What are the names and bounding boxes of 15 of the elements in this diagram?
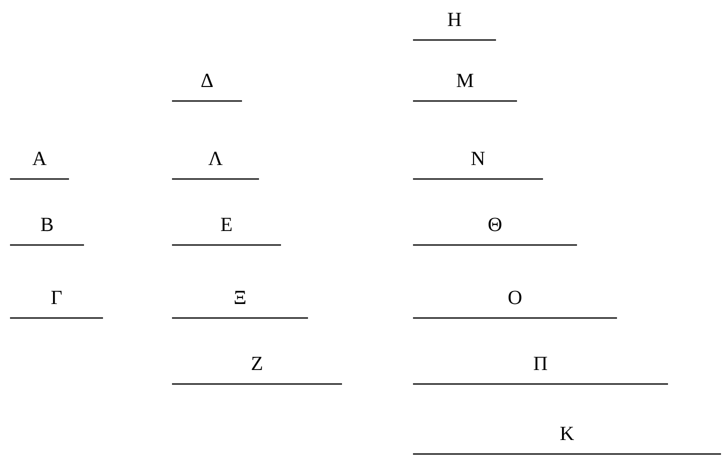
segment-label: Μ xyxy=(456,70,474,92)
segment-label: Α xyxy=(32,148,47,170)
segment-label: Ξ xyxy=(234,287,246,309)
segment-label: Θ xyxy=(488,214,502,236)
segment-label: Λ xyxy=(208,148,223,170)
segment-label: Π xyxy=(533,353,548,375)
segment-label: Ο xyxy=(508,287,522,309)
segment-label: Ζ xyxy=(250,353,264,375)
segment-label: Κ xyxy=(560,423,574,445)
segment-label: Δ xyxy=(200,70,214,92)
segment-label: Ν xyxy=(470,148,486,170)
segment-label: Β xyxy=(40,214,54,236)
segment-label: Γ xyxy=(50,287,62,309)
segment-label: Ε xyxy=(220,214,233,236)
segment-label: Η xyxy=(447,9,462,31)
